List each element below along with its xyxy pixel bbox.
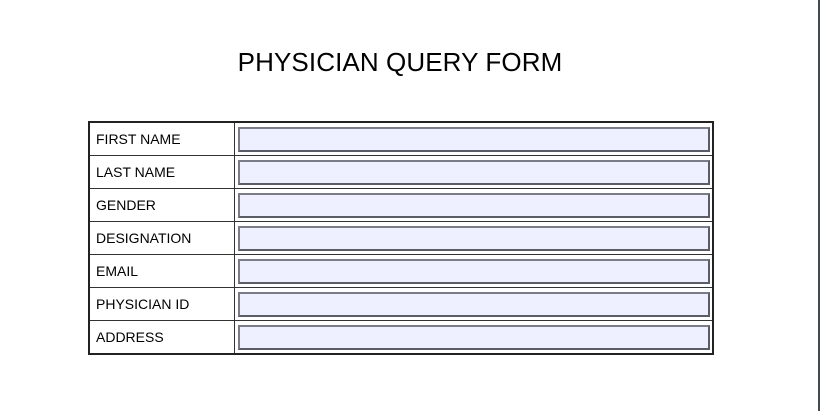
email-input[interactable] [237, 258, 710, 284]
physician-id-input[interactable] [237, 291, 710, 317]
field-label: FIRST NAME [88, 121, 235, 156]
form-row-gender: GENDER [88, 188, 714, 222]
form-row-first-name: FIRST NAME [88, 121, 714, 156]
designation-input[interactable] [237, 225, 710, 251]
field-label: LAST NAME [88, 155, 235, 189]
form-title: PHYSICIAN QUERY FORM [237, 47, 563, 77]
field-label: DESIGNATION [88, 221, 235, 255]
field-label: GENDER [88, 188, 235, 222]
form-row-address: ADDRESS [88, 320, 714, 355]
field-label: EMAIL [88, 254, 235, 288]
field-label: PHYSICIAN ID [88, 287, 235, 321]
first-name-input[interactable] [237, 126, 710, 152]
form-row-designation: DESIGNATION [88, 221, 714, 255]
form-row-email: EMAIL [88, 254, 714, 288]
form-row-physician-id: PHYSICIAN ID [88, 287, 714, 321]
gender-input[interactable] [237, 192, 710, 218]
form-row-last-name: LAST NAME [88, 155, 714, 189]
page-edge-divider [818, 0, 820, 411]
address-input[interactable] [237, 324, 710, 350]
field-label: ADDRESS [88, 320, 235, 355]
physician-query-form: FIRST NAME LAST NAME GENDER DESIGNATION … [88, 121, 714, 355]
last-name-input[interactable] [237, 159, 710, 185]
